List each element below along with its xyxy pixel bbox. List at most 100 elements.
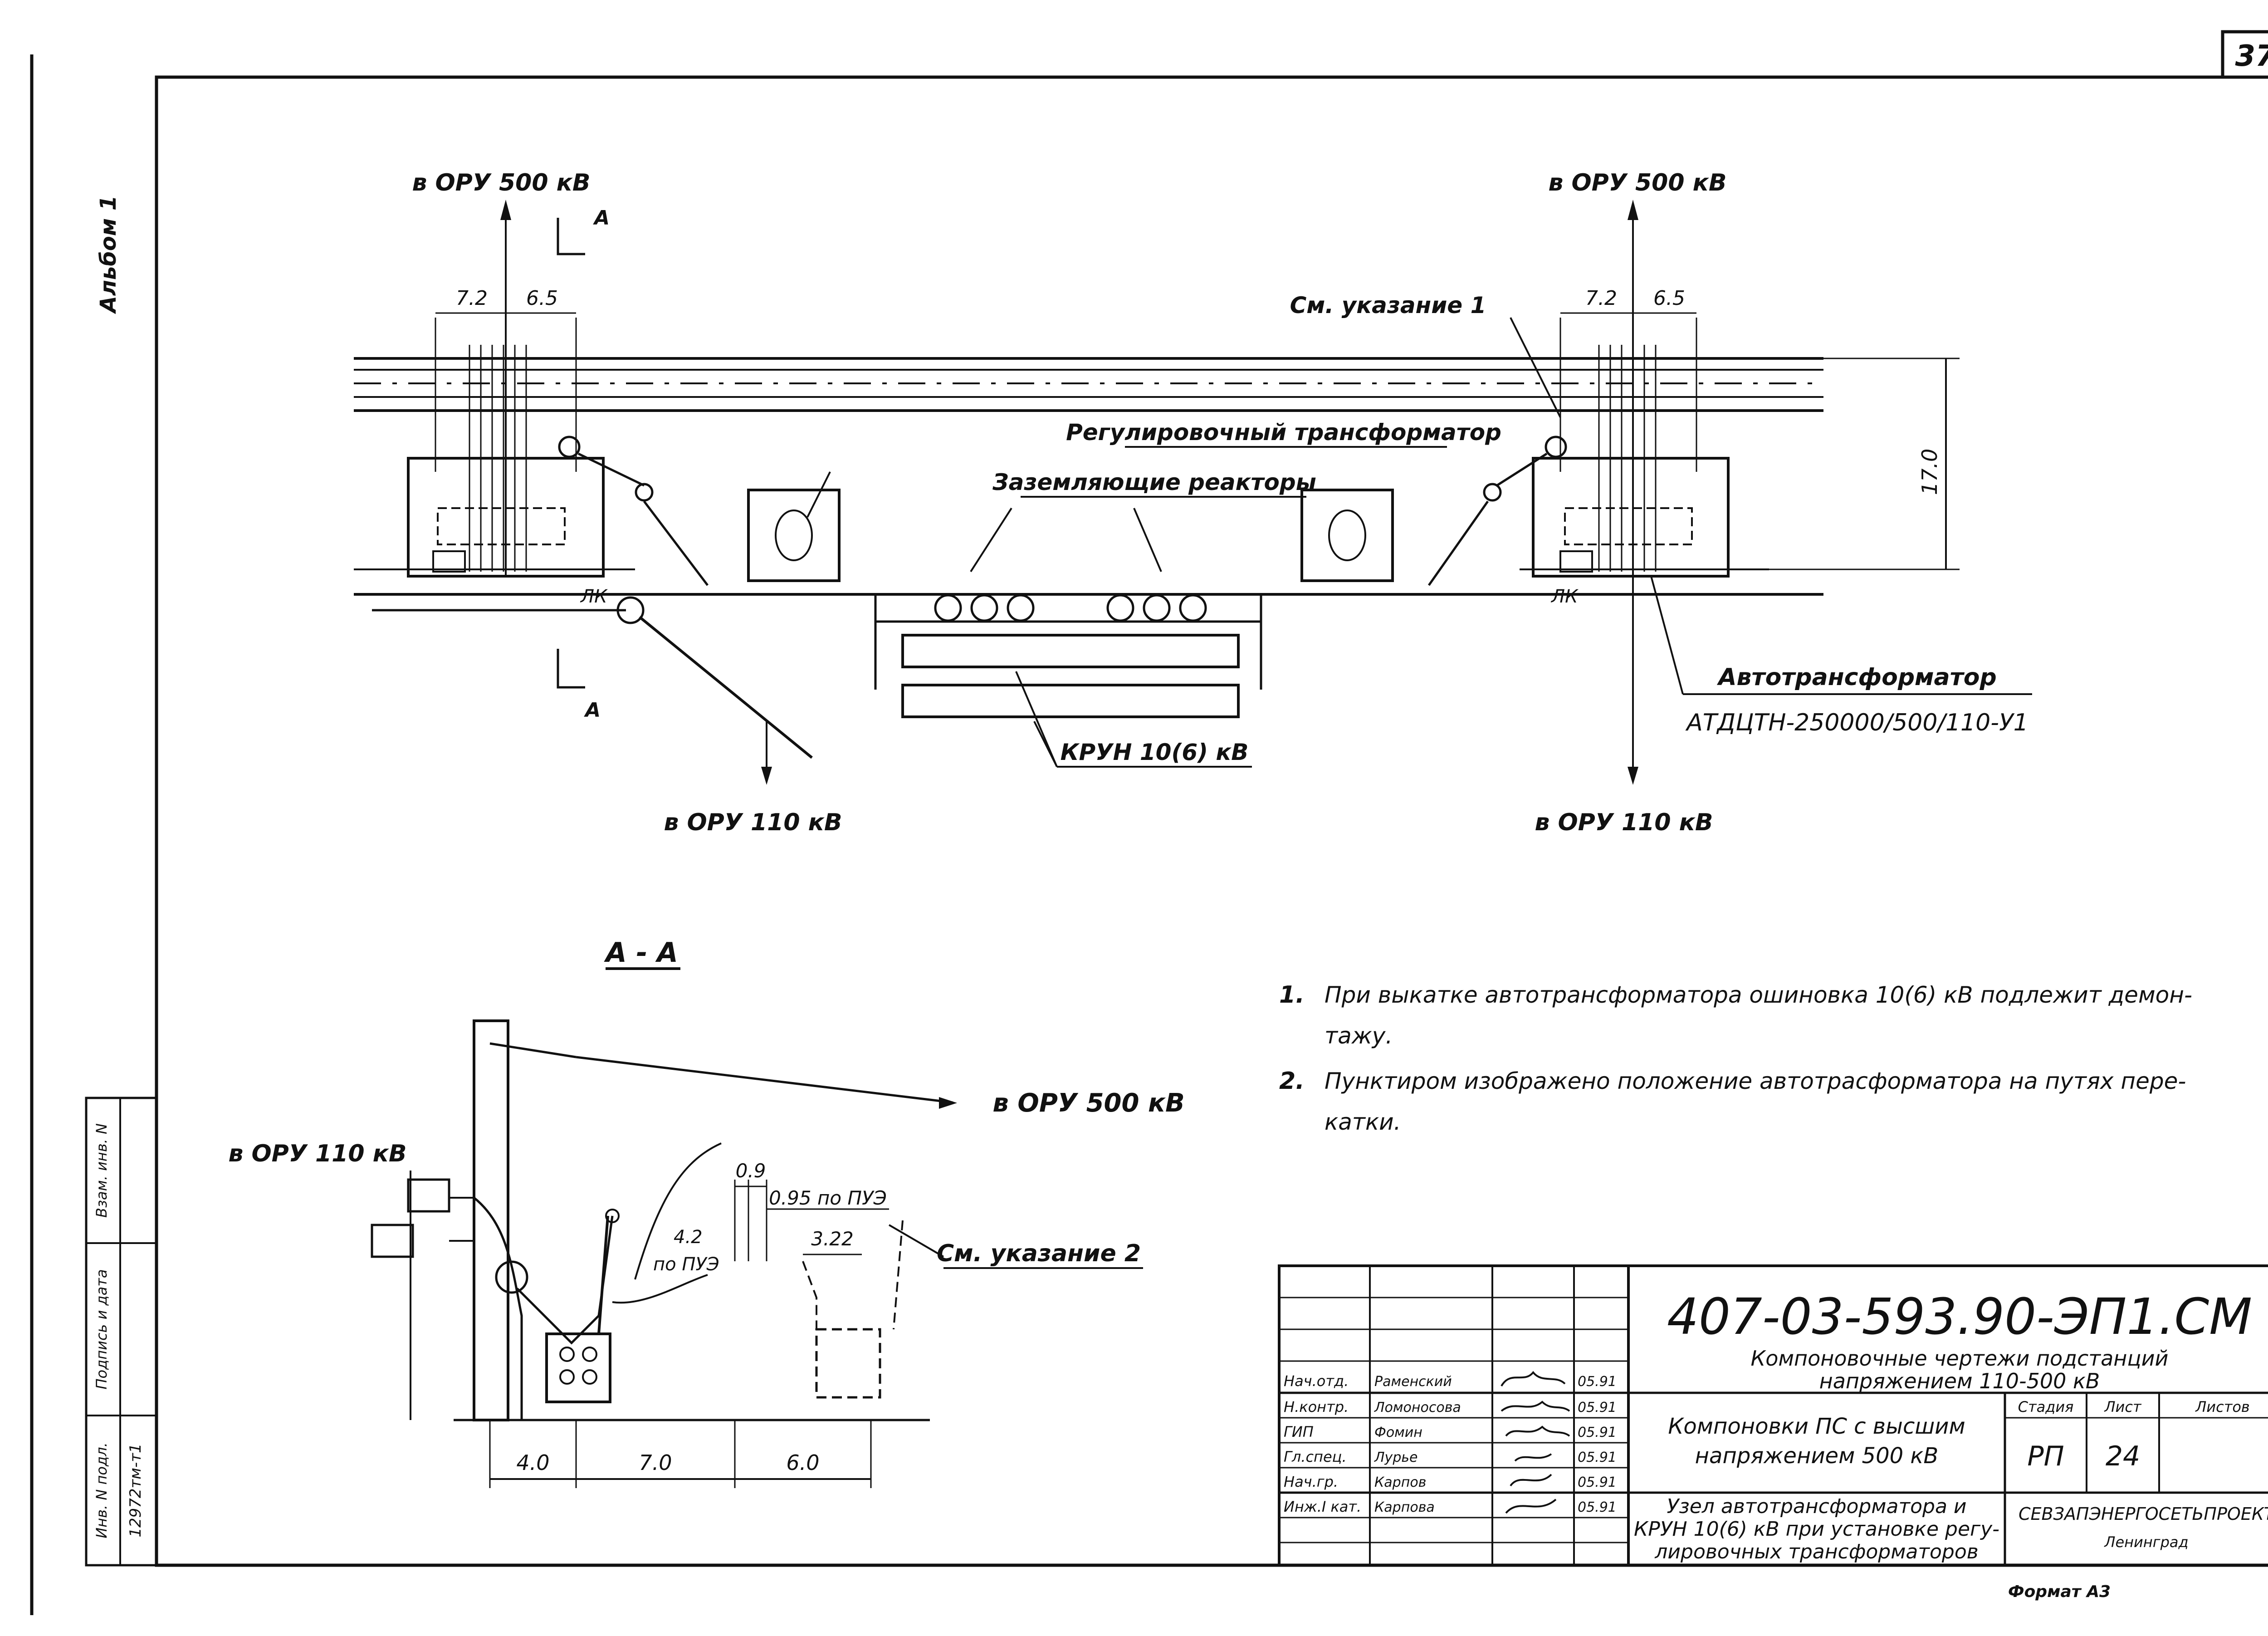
right-regulating-transformer [1300, 489, 1394, 582]
regulating-transformer-label: Регулировочный трансформатор [1066, 419, 1501, 446]
name-2: Ломоносова [1374, 1400, 1461, 1416]
organization: СЕВЗАПЭНЕРГОСЕТЬПРОЕКТ [2019, 1504, 2268, 1524]
section-left-destination: в ОРУ 110 кВ [228, 1140, 406, 1167]
sheet-header: Лист [2104, 1398, 2141, 1416]
role-3: ГИП [1284, 1423, 1314, 1440]
track-label-left: ЛК [580, 586, 608, 607]
role-5: Нач.гр. [1284, 1473, 1338, 1490]
sheet-value: 24 [2106, 1440, 2140, 1472]
bottom-dim-3: 6.0 [786, 1450, 819, 1475]
drawing-frame [155, 75, 2268, 1567]
project-line-2: напряжением 110-500 кВ [1819, 1369, 2100, 1393]
right-autotransformer [1532, 457, 1730, 578]
date-1: 05.91 [1578, 1374, 1617, 1390]
plan-view: 7.2 6.5 в ОРУ 500 кВ A A в ОРУ 110 кВ ЛК [354, 169, 2032, 836]
role-6: Инж.I кат. [1284, 1498, 1361, 1515]
date-3: 05.91 [1578, 1425, 1617, 1440]
podpis-label: Подпись и дата [93, 1269, 110, 1389]
stage-header: Стадия [2018, 1398, 2074, 1416]
section-mark-top: A [593, 206, 610, 230]
name-5: Карпов [1374, 1474, 1426, 1490]
section-mark-bottom: A [584, 699, 601, 722]
signature-1 [1501, 1371, 1566, 1387]
format-label: Формат А3 [2008, 1582, 2111, 1601]
city: Ленинград [2104, 1533, 2188, 1551]
sheets-header: Листов [2195, 1398, 2250, 1416]
see-note-1: См. указание 1 [1290, 292, 1486, 318]
signature-6 [1505, 1499, 1557, 1514]
grounding-reactors-label: Заземляющие реакторы [992, 469, 1316, 495]
note-1-line2: тажу. [1325, 1023, 1393, 1049]
right-bottom-destination: в ОРУ 110 кВ [1535, 809, 1713, 836]
page-number: 37 [2235, 39, 2268, 73]
signature-5 [1510, 1474, 1552, 1487]
dim-095: 0.95 по ПУЭ [769, 1187, 887, 1209]
see-note-2: См. указание 2 [937, 1240, 1141, 1267]
inv-podl-label: Инв. N подл. [93, 1442, 110, 1538]
grounding-reactor-3 [1007, 594, 1035, 622]
signature-3 [1505, 1425, 1570, 1437]
inv-value: 12972тм-т1 [127, 1443, 145, 1537]
section-transformer-tank [545, 1332, 611, 1403]
role-2: Н.контр. [1284, 1398, 1349, 1416]
kru-block-1 [901, 634, 1240, 668]
name-1: Раменский [1374, 1374, 1452, 1390]
drawing-title-1: Компоновки ПС с высшим [1668, 1414, 1965, 1439]
right-top-destination: в ОРУ 500 кВ [1548, 169, 1726, 196]
page-number-box [2221, 30, 2268, 79]
sheet-title-3: лировочных трансформаторов [1654, 1540, 1978, 1563]
left-dim-72: 7.2 [456, 287, 488, 310]
right-dim-65: 6.5 [1653, 287, 1685, 310]
grounding-reactor-6 [1179, 594, 1207, 622]
role-1: Нач.отд. [1284, 1372, 1349, 1390]
note-2-num: 2. [1279, 1068, 1305, 1095]
kru-label: КРУН 10(6) кВ [1061, 739, 1249, 765]
dim-322: 3.22 [811, 1228, 854, 1250]
signature-2 [1501, 1401, 1570, 1412]
date-4: 05.91 [1578, 1450, 1617, 1465]
left-dim-65: 6.5 [526, 287, 558, 310]
note-1-line1: При выкатке автотрансформатора ошиновка … [1325, 982, 2192, 1008]
grounding-reactor-1 [934, 594, 962, 622]
left-stamp: Взам. инв. N Подпись и дата Инв. N подл.… [85, 1097, 158, 1567]
date-6: 05.91 [1578, 1499, 1617, 1515]
title-block: 407-03-593.90-ЭП1.СМ Компоновочные черте… [1278, 1264, 2268, 1567]
project-line-1: Компоновочные чертежи подстанций [1751, 1346, 2169, 1371]
dim-42: 4.2 [674, 1227, 703, 1248]
bottom-dim-1: 4.0 [516, 1450, 549, 1475]
grounding-reactor-5 [1143, 594, 1171, 622]
left-regulating-transformer [747, 489, 841, 582]
grounding-reactor-2 [970, 594, 998, 622]
dim-42-note: по ПУЭ [653, 1254, 719, 1275]
bottom-dim-2: 7.0 [639, 1450, 672, 1475]
date-5: 05.91 [1578, 1474, 1617, 1490]
autotransformer-title: Автотрансформатор [1716, 664, 1996, 691]
left-bottom-destination: в ОРУ 110 кВ [664, 809, 842, 836]
section-kru [815, 1328, 881, 1399]
name-6: Карпова [1374, 1499, 1435, 1515]
track-label-right: ЛК [1550, 586, 1579, 607]
note-1-num: 1. [1279, 981, 1305, 1009]
role-4: Гл.спец. [1284, 1448, 1347, 1465]
dim-09: 0.9 [736, 1160, 766, 1182]
note-2-line2: катки. [1325, 1109, 1401, 1135]
kru-block-2 [901, 684, 1240, 718]
notes: 1. При выкатке автотрансформатора ошинов… [1279, 981, 2192, 1135]
sheet-title-1: Узел автотрансформатора и [1667, 1495, 1967, 1518]
section-title: А - А [604, 937, 678, 969]
drawing-title-2: напряжением 500 кВ [1695, 1443, 1939, 1469]
vzam-label: Взам. инв. N [93, 1123, 110, 1218]
date-2: 05.91 [1578, 1400, 1617, 1416]
name-3: Фомин [1374, 1425, 1422, 1440]
signature-4 [1514, 1453, 1552, 1462]
name-4: Лурье [1374, 1450, 1418, 1465]
section-right-destination: в ОРУ 500 кВ [992, 1088, 1184, 1118]
grounding-reactor-4 [1106, 594, 1134, 622]
sheet-title-2: КРУН 10(6) кВ при установке регу- [1634, 1518, 1999, 1541]
vertical-dim: 17.0 [1917, 449, 1942, 495]
note-2-line1: Пунктиром изображено положение автотрасф… [1325, 1068, 2186, 1094]
section-view: А - А в ОРУ 500 кВ в ОРУ 110 кВ См. [228, 937, 1185, 1488]
right-dim-72: 7.2 [1585, 287, 1617, 310]
